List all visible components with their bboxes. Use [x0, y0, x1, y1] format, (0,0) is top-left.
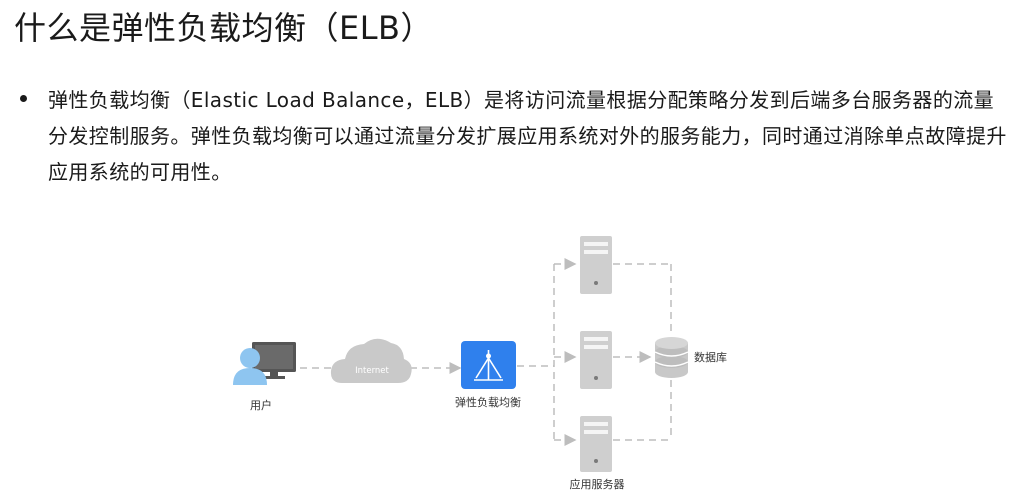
database-label: 数据库 [694, 350, 727, 364]
user-body-icon [233, 368, 267, 385]
database-node: 数据库 [654, 337, 727, 378]
cloud-icon [330, 338, 412, 383]
bullet-dot [20, 95, 27, 102]
monitor-screen [255, 345, 293, 369]
server-2 [580, 331, 612, 389]
bullet-text: 弹性负载均衡（Elastic Load Balance，ELB）是将访问流量根据… [48, 88, 1007, 184]
monitor-base [263, 376, 285, 379]
page-title: 什么是弹性负载均衡（ELB） [14, 9, 434, 47]
user-node: 用户 [233, 342, 296, 412]
bullet-item: 弹性负载均衡（Elastic Load Balance，ELB）是将访问流量根据… [18, 82, 1008, 190]
server-label: 应用服务器 [570, 477, 625, 491]
server-1 [580, 236, 612, 294]
user-label: 用户 [250, 398, 272, 412]
elb-icon-dot [486, 353, 491, 359]
internet-node: Internet [330, 338, 412, 383]
database-icon [654, 337, 689, 378]
monitor-stand [270, 372, 278, 377]
user-head-icon [240, 348, 260, 368]
elb-node: 弹性负载均衡 [455, 341, 521, 409]
elb-label: 弹性负载均衡 [455, 395, 521, 409]
connection-lines [300, 258, 672, 446]
internet-label: Internet [355, 366, 389, 376]
server-3 [580, 416, 612, 472]
